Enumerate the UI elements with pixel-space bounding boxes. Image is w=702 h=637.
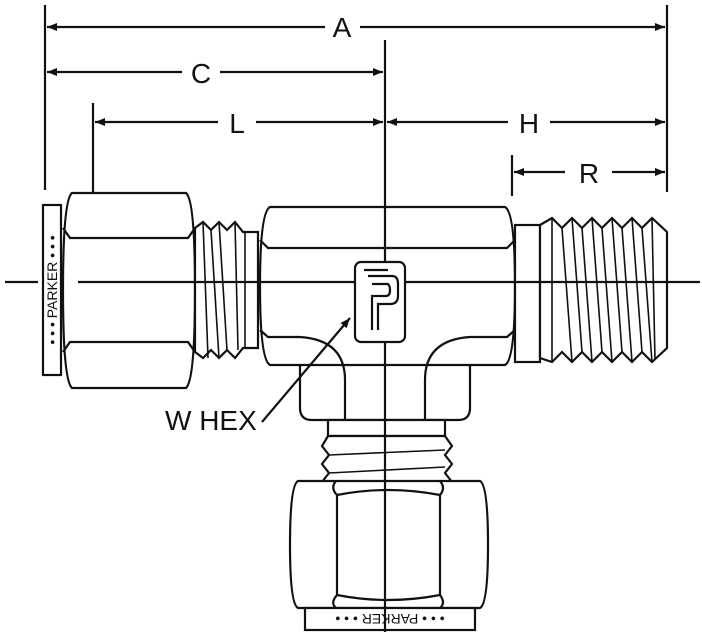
left-band-text: • • • PARKER • • • <box>44 235 60 344</box>
w-hex-callout: W HEX <box>165 317 351 436</box>
dimension-a-label: A <box>333 12 352 43</box>
extension-lines <box>43 5 669 215</box>
w-hex-label: W HEX <box>165 405 257 436</box>
dimension-c: C <box>47 58 383 89</box>
dimension-r: R <box>514 158 665 189</box>
left-parker-band: • • • PARKER • • • <box>41 203 63 377</box>
dimension-h-label: H <box>519 108 539 139</box>
bottom-thread <box>319 418 455 484</box>
parker-logo: P <box>353 260 407 344</box>
dimension-l: L <box>95 108 383 139</box>
dimension-h: H <box>387 108 665 139</box>
left-nut <box>61 191 197 390</box>
right-thread <box>513 216 669 364</box>
dimension-r-label: R <box>579 158 599 189</box>
bottom-nut <box>288 479 490 610</box>
dimension-a: A <box>47 12 665 43</box>
dimension-c-label: C <box>191 58 211 89</box>
bottom-band-text: • • • PARKER • • • <box>335 611 444 627</box>
dimension-l-label: L <box>229 108 245 139</box>
left-thread <box>193 220 260 360</box>
bottom-parker-band: • • • PARKER • • • <box>303 606 477 632</box>
